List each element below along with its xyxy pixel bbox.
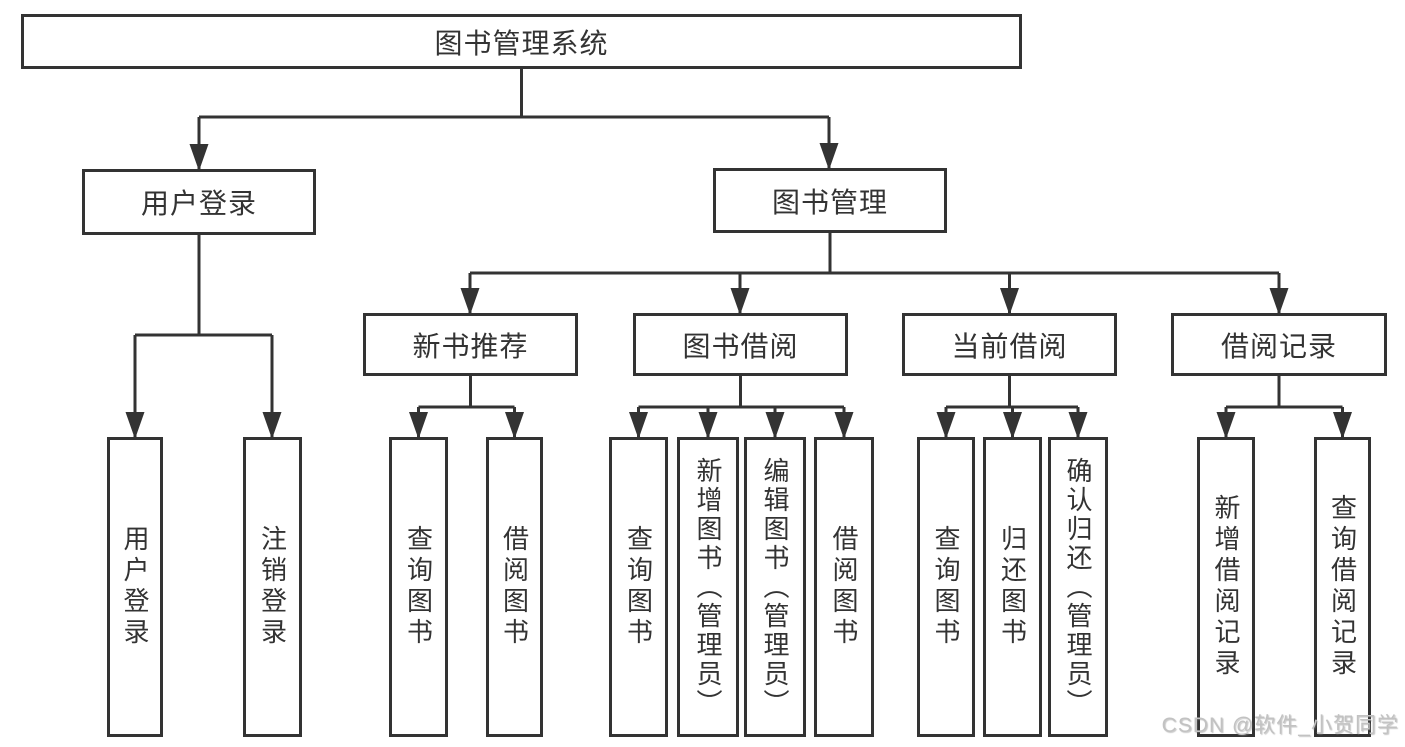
arrowhead-icons: [125, 143, 1352, 439]
leaf-add-borrow-record: 新增借阅记录: [1197, 437, 1255, 737]
node-book-management: 图书管理: [713, 168, 947, 233]
node-new-book-recommendation: 新书推荐: [363, 313, 578, 376]
leaf-edit-books-admin: 编辑图书（管理员）: [744, 437, 806, 737]
leaf-user-login: 用户登录: [107, 437, 163, 737]
node-borrowing-records: 借阅记录: [1171, 313, 1387, 376]
node-book-borrowing: 图书借阅: [633, 313, 848, 376]
leaf-query-books-recommend: 查询图书: [389, 437, 448, 737]
leaf-add-books-admin: 新增图书（管理员）: [677, 437, 739, 737]
leaf-confirm-return-admin: 确认归还（管理员）: [1048, 437, 1108, 737]
node-user-login: 用户登录: [82, 169, 316, 235]
leaf-return-books: 归还图书: [983, 437, 1042, 737]
leaf-borrow-books: 借阅图书: [814, 437, 874, 737]
leaf-query-books-borrow: 查询图书: [609, 437, 668, 737]
node-root-system: 图书管理系统: [21, 14, 1022, 69]
node-current-borrowing: 当前借阅: [902, 313, 1117, 376]
leaf-logout: 注销登录: [243, 437, 302, 737]
leaf-query-borrow-record: 查询借阅记录: [1314, 437, 1371, 737]
connector-paths: [133, 69, 1344, 438]
leaf-borrow-books-recommend: 借阅图书: [486, 437, 543, 737]
csdn-watermark: CSDN @软件_小贺同学: [1161, 714, 1399, 737]
leaf-query-books-current: 查询图书: [917, 437, 975, 737]
